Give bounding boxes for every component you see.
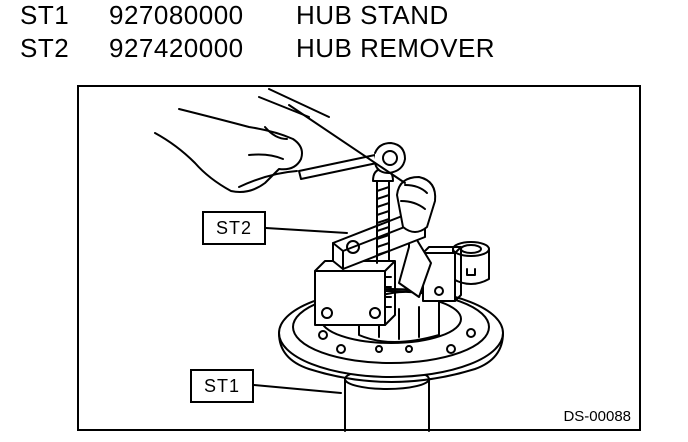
remover-leg-left-drawing bbox=[314, 260, 396, 326]
figure-id: DS-00088 bbox=[563, 408, 631, 425]
callout-st2: ST2 bbox=[202, 211, 266, 245]
tool-part-number: 927420000 bbox=[109, 33, 244, 63]
hub-stand-drawing bbox=[344, 368, 430, 432]
tool-code: ST1 bbox=[20, 0, 70, 30]
right-hand-drawing bbox=[288, 104, 437, 233]
tool-part-number: 927080000 bbox=[109, 0, 244, 30]
tool-name: HUB REMOVER bbox=[296, 33, 496, 63]
hub-removal-illustration bbox=[154, 88, 504, 432]
st1-leader-line bbox=[253, 384, 342, 394]
tool-name: HUB STAND bbox=[296, 0, 449, 30]
st2-leader-line bbox=[265, 227, 348, 234]
illustration-frame: ST2 ST1 DS-00088 bbox=[77, 85, 641, 432]
callout-st1: ST1 bbox=[190, 369, 254, 403]
tool-code: ST2 bbox=[20, 33, 70, 63]
